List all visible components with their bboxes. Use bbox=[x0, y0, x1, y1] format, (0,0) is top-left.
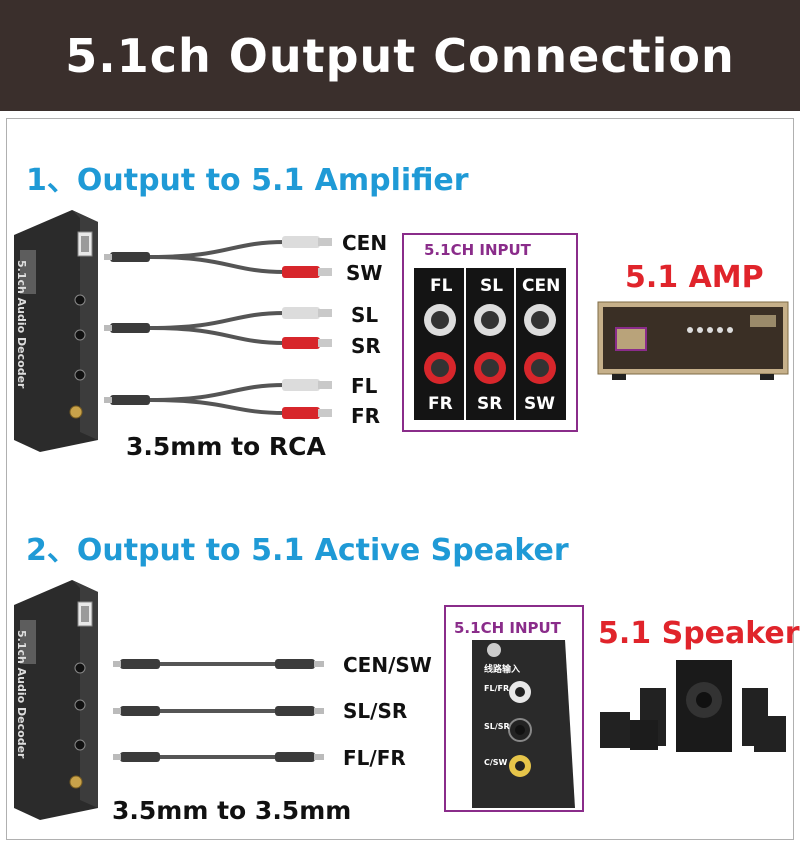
page-title: 5.1ch Output Connection bbox=[65, 28, 735, 83]
rca-input-panel bbox=[414, 268, 566, 420]
cable-label-fl: FL bbox=[351, 374, 378, 398]
panel-label-fr: FR bbox=[428, 394, 453, 414]
speaker-system-image bbox=[600, 660, 786, 752]
panel-label-sr: SR bbox=[477, 394, 503, 414]
device-name-1: 5.1ch Audio Decoder bbox=[15, 260, 28, 389]
section2-title: 2、Output to 5.1 Active Speaker bbox=[26, 533, 569, 568]
decoder-device-1 bbox=[14, 210, 98, 452]
content-frame bbox=[6, 118, 794, 840]
panel-label-cen: CEN bbox=[522, 276, 561, 296]
cable-label-sl: SL bbox=[351, 303, 379, 327]
aux-jack-label-slsr: SL/SR bbox=[484, 722, 510, 731]
section1-title: 1、Output to 5.1 Amplifier bbox=[26, 163, 469, 198]
device-name-2: 5.1ch Audio Decoder bbox=[15, 630, 28, 759]
rca-plugs bbox=[282, 236, 332, 419]
cable-label-sw: SW bbox=[346, 261, 383, 285]
section2-caption: 3.5mm to 3.5mm bbox=[112, 796, 352, 825]
aux-panel-top-text: 线路输入 bbox=[484, 665, 521, 675]
cable-label-cen: CEN bbox=[342, 231, 388, 255]
cable-label-flfr: FL/FR bbox=[343, 746, 406, 770]
aux-jack-label-flfr: FL/FR bbox=[484, 684, 510, 693]
speaker-title: 5.1 Speaker bbox=[598, 616, 800, 651]
panel-label-sl: SL bbox=[480, 276, 504, 296]
amplifier-image bbox=[597, 301, 789, 380]
cable-label-censw: CEN/SW bbox=[343, 653, 432, 677]
cable-label-sr: SR bbox=[351, 334, 381, 358]
aux-input-title: 5.1CH INPUT bbox=[454, 619, 561, 637]
cable-label-fr: FR bbox=[351, 404, 381, 428]
rca-input-title: 5.1CH INPUT bbox=[424, 241, 531, 259]
header-banner: 5.1ch Output Connection bbox=[0, 0, 800, 111]
aux-plugs bbox=[113, 659, 324, 762]
panel-label-fl: FL bbox=[430, 276, 453, 296]
cable-label-slsr: SL/SR bbox=[343, 699, 408, 723]
jack-plugs-1 bbox=[104, 252, 150, 405]
panel-label-sw: SW bbox=[524, 394, 555, 414]
aux-cables bbox=[160, 662, 275, 759]
section1-caption: 3.5mm to RCA bbox=[126, 432, 326, 461]
rca-cables bbox=[149, 240, 286, 415]
decoder-device-2 bbox=[14, 580, 98, 820]
aux-input-panel bbox=[472, 640, 575, 808]
amp-title: 5.1 AMP bbox=[625, 260, 764, 295]
aux-jack-label-csw: C/SW bbox=[484, 758, 508, 767]
